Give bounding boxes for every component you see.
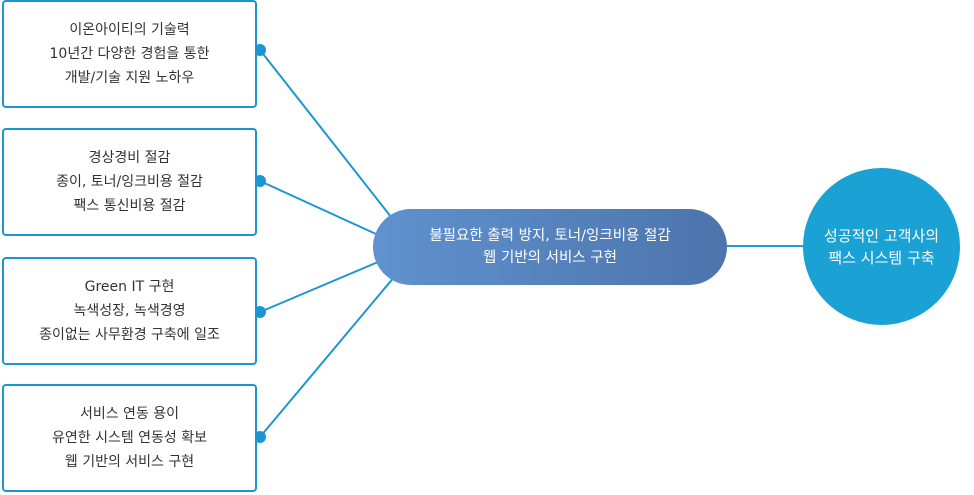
- box-line: 종이, 토너/잉크비용 절감: [56, 174, 203, 190]
- box-line: 웹 기반의 서비스 구현: [64, 454, 195, 470]
- box-line: 녹색성장, 녹색경영: [73, 303, 186, 319]
- benefit-box-integration: 서비스 연동 용이 유연한 시스템 연동성 확보 웹 기반의 서비스 구현: [2, 384, 257, 492]
- connector-line-2: [259, 180, 377, 235]
- box-line: 경상경비 절감: [88, 150, 171, 166]
- goal-circle: 성공적인 고객사의 팩스 시스템 구축: [803, 168, 960, 325]
- box-line: 팩스 통신비용 절감: [73, 198, 186, 214]
- connector-line-1: [259, 49, 396, 223]
- connector-line-4: [259, 275, 396, 438]
- hub-line: 불필요한 출력 방지, 토너/잉크비용 절감: [429, 228, 671, 244]
- box-line: 서비스 연동 용이: [79, 406, 180, 422]
- connector-dot-1: [254, 44, 266, 56]
- box-line: 이온아이티의 기술력: [69, 22, 190, 38]
- goal-line: 팩스 시스템 구축: [828, 248, 935, 267]
- hub-line: 웹 기반의 서비스 구현: [483, 250, 617, 266]
- box-line: 개발/기술 지원 노하우: [64, 70, 195, 86]
- goal-line: 성공적인 고객사의: [823, 226, 940, 245]
- box-line: Green IT 구현: [84, 279, 175, 295]
- box-line: 종이없는 사무환경 구축에 일조: [39, 327, 220, 343]
- benefit-box-green-it: Green IT 구현 녹색성장, 녹색경영 종이없는 사무환경 구축에 일조: [2, 257, 257, 365]
- connector-dot-3: [254, 306, 266, 318]
- connector-dot-2: [254, 175, 266, 187]
- box-line: 10년간 다양한 경험을 통한: [49, 46, 210, 62]
- benefit-box-cost-saving: 경상경비 절감 종이, 토너/잉크비용 절감 팩스 통신비용 절감: [2, 128, 257, 236]
- central-hub: 불필요한 출력 방지, 토너/잉크비용 절감 웹 기반의 서비스 구현: [373, 209, 727, 285]
- connector-line-3: [259, 261, 379, 313]
- connector-dot-4: [254, 431, 266, 443]
- benefit-box-expertise: 이온아이티의 기술력 10년간 다양한 경험을 통한 개발/기술 지원 노하우: [2, 0, 257, 108]
- box-line: 유연한 시스템 연동성 확보: [51, 430, 208, 446]
